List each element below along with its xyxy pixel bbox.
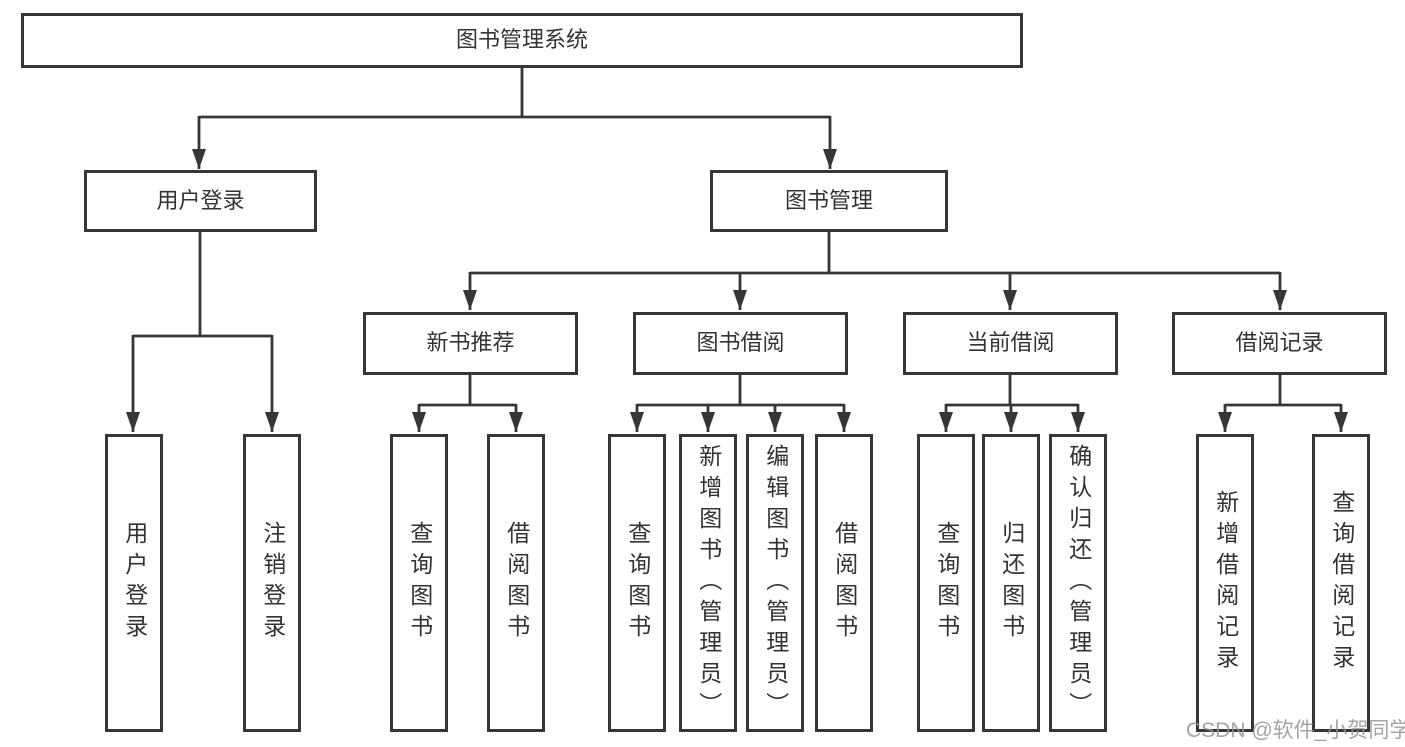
node-root: 图书管理系统 [21, 13, 1023, 68]
watermark-text: CSDN @软件_小贺同学 [1186, 719, 1405, 742]
leaf-add-book-admin: 新增图书（管理员） [679, 434, 737, 732]
node-borrow-records: 借阅记录 [1172, 312, 1387, 375]
leaf-confirm-return-admin: 确认归还（管理员） [1049, 434, 1107, 732]
node-new-book-recommend: 新书推荐 [363, 312, 578, 375]
leaf-add-borrow-record: 新增借阅记录 [1196, 434, 1254, 732]
leaf-borrow-books-recommend: 借阅图书 [487, 434, 545, 732]
leaf-query-books-current: 查询图书 [917, 434, 975, 732]
leaf-borrow-books: 借阅图书 [815, 434, 873, 732]
leaf-edit-book-admin: 编辑图书（管理员） [746, 434, 804, 732]
node-user-login: 用户登录 [84, 170, 317, 232]
node-book-borrow: 图书借阅 [633, 312, 848, 375]
leaf-query-borrow-record: 查询借阅记录 [1312, 434, 1370, 732]
leaf-query-books-recommend: 查询图书 [390, 434, 448, 732]
node-current-borrow: 当前借阅 [903, 312, 1118, 375]
leaf-user-login: 用户登录 [105, 434, 163, 732]
leaf-query-books-borrow: 查询图书 [608, 434, 666, 732]
leaf-return-book: 归还图书 [982, 434, 1040, 732]
node-book-management: 图书管理 [710, 170, 948, 232]
leaf-logout: 注销登录 [243, 434, 301, 732]
